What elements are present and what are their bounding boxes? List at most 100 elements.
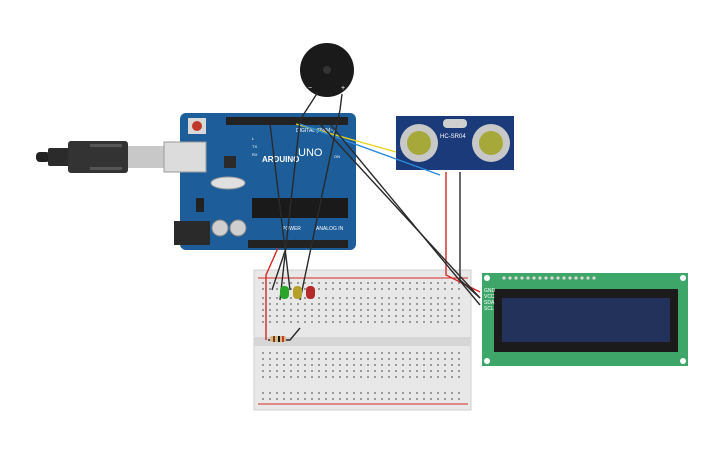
breadboard-hole[interactable] — [269, 303, 271, 305]
breadboard-hole[interactable] — [444, 370, 446, 372]
breadboard-hole[interactable] — [304, 282, 306, 284]
breadboard-hole[interactable] — [269, 309, 271, 311]
breadboard-hole[interactable] — [402, 297, 404, 299]
breadboard-hole[interactable] — [360, 370, 362, 372]
breadboard-hole[interactable] — [311, 392, 313, 394]
breadboard-hole[interactable] — [437, 398, 439, 400]
breadboard-hole[interactable] — [430, 321, 432, 323]
breadboard-hole[interactable] — [409, 392, 411, 394]
breadboard-hole[interactable] — [311, 321, 313, 323]
breadboard-hole[interactable] — [283, 370, 285, 372]
breadboard-hole[interactable] — [346, 315, 348, 317]
breadboard-hole[interactable] — [346, 398, 348, 400]
breadboard-hole[interactable] — [374, 297, 376, 299]
breadboard-hole[interactable] — [367, 398, 369, 400]
breadboard-hole[interactable] — [318, 282, 320, 284]
breadboard-hole[interactable] — [283, 315, 285, 317]
breadboard-hole[interactable] — [451, 358, 453, 360]
resistor[interactable] — [270, 336, 286, 342]
breadboard-hole[interactable] — [423, 398, 425, 400]
breadboard-hole[interactable] — [311, 315, 313, 317]
breadboard-hole[interactable] — [262, 358, 264, 360]
red-led[interactable] — [306, 286, 315, 299]
breadboard-hole[interactable] — [444, 376, 446, 378]
breadboard-hole[interactable] — [367, 303, 369, 305]
breadboard-hole[interactable] — [423, 352, 425, 354]
breadboard-hole[interactable] — [374, 358, 376, 360]
breadboard-hole[interactable] — [381, 297, 383, 299]
breadboard-hole[interactable] — [360, 398, 362, 400]
breadboard-hole[interactable] — [423, 288, 425, 290]
breadboard-hole[interactable] — [381, 282, 383, 284]
breadboard-hole[interactable] — [423, 358, 425, 360]
breadboard-hole[interactable] — [430, 303, 432, 305]
breadboard-hole[interactable] — [381, 364, 383, 366]
breadboard-hole[interactable] — [339, 288, 341, 290]
arduino-uno-board[interactable]: DIGITAL (PWM~) ARDUINO UNO POWER ANALOG … — [163, 113, 356, 250]
breadboard-hole[interactable] — [367, 392, 369, 394]
breadboard-hole[interactable] — [332, 315, 334, 317]
breadboard-hole[interactable] — [297, 315, 299, 317]
breadboard-hole[interactable] — [262, 398, 264, 400]
breadboard-hole[interactable] — [388, 370, 390, 372]
breadboard-hole[interactable] — [276, 370, 278, 372]
breadboard-hole[interactable] — [262, 376, 264, 378]
breadboard-hole[interactable] — [297, 392, 299, 394]
breadboard-hole[interactable] — [388, 392, 390, 394]
breadboard-hole[interactable] — [451, 364, 453, 366]
breadboard-hole[interactable] — [304, 315, 306, 317]
breadboard-hole[interactable] — [318, 358, 320, 360]
breadboard-hole[interactable] — [430, 352, 432, 354]
breadboard-hole[interactable] — [360, 358, 362, 360]
breadboard-hole[interactable] — [318, 364, 320, 366]
breadboard-hole[interactable] — [311, 376, 313, 378]
breadboard-hole[interactable] — [381, 309, 383, 311]
breadboard-hole[interactable] — [409, 309, 411, 311]
breadboard-hole[interactable] — [318, 370, 320, 372]
breadboard-hole[interactable] — [374, 321, 376, 323]
breadboard-hole[interactable] — [304, 370, 306, 372]
breadboard-hole[interactable] — [353, 282, 355, 284]
breadboard-hole[interactable] — [325, 303, 327, 305]
breadboard-hole[interactable] — [437, 303, 439, 305]
breadboard-hole[interactable] — [402, 376, 404, 378]
breadboard-hole[interactable] — [339, 392, 341, 394]
breadboard-hole[interactable] — [290, 315, 292, 317]
breadboard-hole[interactable] — [395, 288, 397, 290]
breadboard-hole[interactable] — [388, 315, 390, 317]
breadboard-hole[interactable] — [276, 392, 278, 394]
breadboard-hole[interactable] — [388, 352, 390, 354]
breadboard-hole[interactable] — [304, 398, 306, 400]
breadboard-hole[interactable] — [367, 376, 369, 378]
breadboard-hole[interactable] — [402, 370, 404, 372]
breadboard-hole[interactable] — [388, 297, 390, 299]
breadboard-hole[interactable] — [276, 352, 278, 354]
breadboard-hole[interactable] — [451, 288, 453, 290]
breadboard-hole[interactable] — [283, 364, 285, 366]
breadboard-hole[interactable] — [374, 282, 376, 284]
breadboard-hole[interactable] — [402, 288, 404, 290]
breadboard-hole[interactable] — [360, 364, 362, 366]
breadboard-hole[interactable] — [458, 282, 460, 284]
breadboard-hole[interactable] — [388, 364, 390, 366]
breadboard-hole[interactable] — [311, 364, 313, 366]
breadboard-hole[interactable] — [374, 315, 376, 317]
breadboard-hole[interactable] — [395, 321, 397, 323]
breadboard-hole[interactable] — [346, 297, 348, 299]
breadboard-hole[interactable] — [262, 321, 264, 323]
breadboard-hole[interactable] — [276, 364, 278, 366]
breadboard-hole[interactable] — [346, 358, 348, 360]
breadboard-hole[interactable] — [458, 352, 460, 354]
breadboard-hole[interactable] — [304, 297, 306, 299]
breadboard-hole[interactable] — [360, 288, 362, 290]
breadboard-hole[interactable] — [437, 321, 439, 323]
breadboard-hole[interactable] — [290, 288, 292, 290]
breadboard-hole[interactable] — [458, 392, 460, 394]
breadboard-hole[interactable] — [423, 376, 425, 378]
breadboard-hole[interactable] — [381, 315, 383, 317]
breadboard-hole[interactable] — [353, 392, 355, 394]
breadboard-hole[interactable] — [409, 376, 411, 378]
breadboard-hole[interactable] — [332, 282, 334, 284]
breadboard-hole[interactable] — [325, 364, 327, 366]
breadboard-hole[interactable] — [297, 309, 299, 311]
